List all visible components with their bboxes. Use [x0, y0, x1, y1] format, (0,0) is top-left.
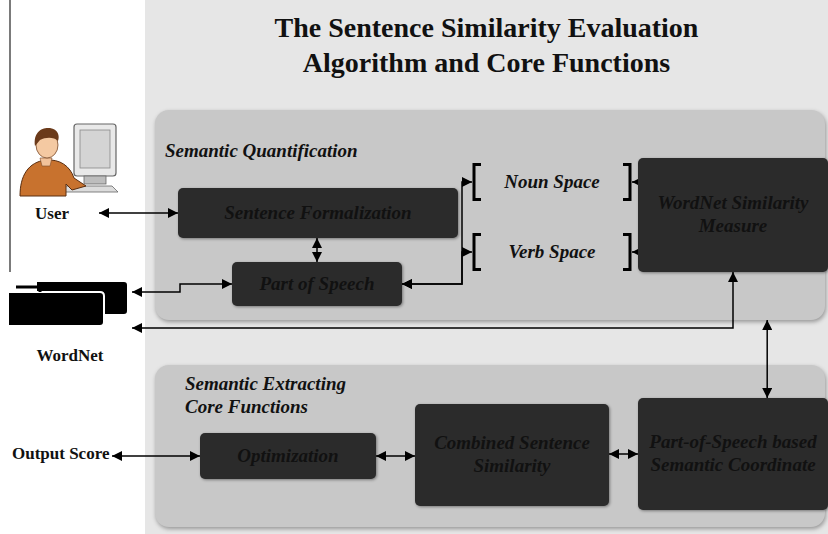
icon-label: WordNet [8, 346, 132, 366]
icon-node: WordNet [8, 278, 132, 366]
process-box: Part-of-Speech based Semantic Coordinate [638, 398, 828, 510]
right-bracket [623, 235, 630, 270]
node-label: Optimization [237, 445, 338, 468]
node-label: Combined Sentence Similarity [415, 432, 609, 478]
node-label: Part of Speech [259, 273, 374, 296]
group-panel: Optimization Combined Sentence Similarity… [155, 365, 825, 527]
title-block: The Sentence Similarity Evaluation Algor… [145, 10, 828, 80]
right-bracket [623, 165, 630, 200]
node-label: WordNet Similarity Measure [638, 192, 828, 238]
node-label: Sentence Formalization [224, 202, 411, 225]
node-label: Verb Space [508, 241, 595, 264]
diagram-title: The Sentence Similarity Evaluation Algor… [217, 10, 757, 80]
bracket-space: Verb Space [472, 233, 632, 271]
process-box: Combined Sentence Similarity [415, 404, 609, 506]
process-box: Optimization [200, 433, 376, 479]
node-label: Noun Space [504, 171, 600, 194]
user-icon [20, 124, 118, 196]
icon-node: User [5, 118, 99, 224]
process-box: Part of Speech [232, 262, 402, 306]
left-bracket [474, 165, 481, 200]
margin-line [9, 0, 10, 272]
node-label: Part-of-Speech based Semantic Coordinate [638, 431, 828, 477]
outer-panel [145, 0, 828, 534]
node-label: Output Score [12, 444, 112, 464]
process-box: Sentence Formalization [178, 188, 458, 238]
bracket-space: Noun Space [472, 163, 632, 201]
panel-heading: Semantic Quantification [165, 140, 358, 163]
left-bracket [474, 235, 481, 270]
text-node: Output Score [12, 444, 112, 464]
panel-heading: Semantic Extracting Core Functions [185, 373, 385, 419]
process-box: WordNet Similarity Measure [638, 158, 828, 272]
wordnet-icon [8, 281, 128, 326]
icon-label: User [5, 204, 99, 224]
group-panel: Sentence FormalizationPart of Speech Noun… [155, 110, 825, 320]
